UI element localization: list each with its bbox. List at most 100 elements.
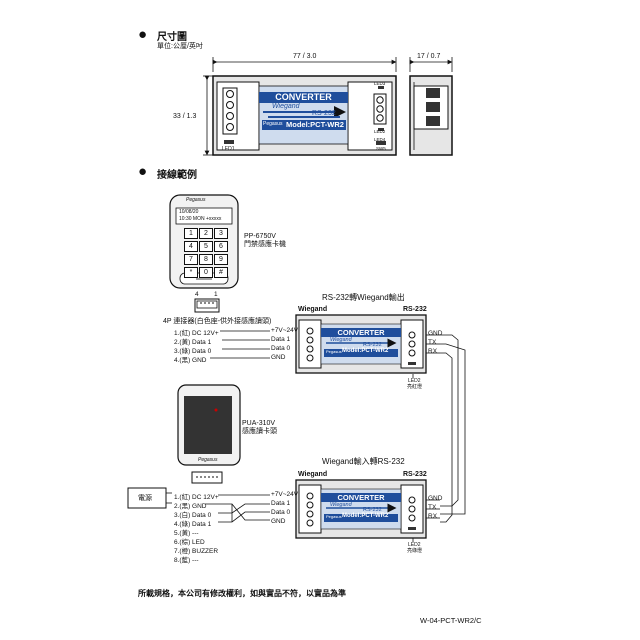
reader-label1: PUA-310V — [242, 420, 276, 427]
wire-label: 1.(紅) DC 12V+ — [174, 494, 219, 501]
width-label: 77 / 3.0 — [293, 53, 317, 60]
top-led2-color: 亮紅燈 — [407, 384, 423, 390]
rs-pin-label: TX — [428, 339, 437, 346]
rs-pin-label: GND — [428, 495, 443, 502]
footer-note: 所載規格，本公司有修改權利，如與實品不符，以實品為準 — [138, 589, 346, 598]
wire-label: 6.(棕) LED — [174, 539, 205, 546]
keypad-key: 7 — [184, 254, 198, 265]
device-title: CONVERTER — [275, 92, 332, 102]
rs-pin-label: GND — [428, 330, 443, 337]
bottom-rs232-label: RS-232 — [403, 471, 427, 478]
keypad-key: 6 — [214, 241, 228, 252]
height-label: 33 / 1.3 — [173, 113, 197, 120]
top-wiegand-label: Wiegand — [298, 306, 328, 313]
led2-label-top: LED2 — [374, 129, 386, 134]
wire-label: 3.(綠) Data 0 — [174, 348, 212, 355]
wire-label: 7.(橙) BUZZER — [174, 548, 219, 555]
device-brand: Pegasus — [263, 121, 283, 127]
top-rs232-label: RS-232 — [403, 306, 427, 313]
unit-label: 單位:公厘/英吋 — [157, 43, 203, 50]
wire-label: 2.(黃) Data 1 — [174, 339, 212, 346]
wire-label: 1.(紅) DC 12V+ — [174, 330, 219, 337]
keypad-key: 4 — [184, 241, 198, 252]
converter-wire-label: Data 1 — [271, 336, 291, 343]
bottom-led2-color: 亮綠燈 — [407, 548, 423, 554]
wire-label: 4.(黑) GND — [174, 357, 207, 364]
reader-brand: Pegasus — [198, 457, 218, 463]
depth-label: 17 / 0.7 — [417, 53, 441, 60]
wire-label: 4.(綠) Data 1 — [174, 521, 212, 528]
led4-label: LED4 — [374, 137, 386, 142]
wire-label: 5.(黃) --- — [174, 530, 199, 537]
bottom-device-rs232: RS-232 — [363, 507, 382, 513]
keypad-key: 1 — [184, 228, 198, 239]
bottom-wires — [205, 494, 270, 523]
converter-top-wiring — [295, 314, 427, 374]
converter-wire-label: GND — [271, 518, 286, 525]
keypad-key: 5 — [199, 241, 213, 252]
wire-label: 8.(藍) --- — [174, 557, 199, 564]
connector-label: 4P 連接器(白色座-供外接感應讀頭) — [163, 318, 272, 325]
connector-8p — [191, 471, 223, 484]
top-device-wiegand: Wiegand — [330, 337, 352, 343]
converter-wire-label: Data 0 — [271, 345, 291, 352]
rs-pin-label: RX — [428, 348, 438, 355]
reader-label2: 感應讀卡頭 — [242, 428, 277, 435]
converter-bottom-wiring — [295, 479, 427, 539]
bottom-device-brand: Pegasus — [326, 514, 342, 519]
power-box — [127, 487, 167, 509]
device-model: Model:PCT-WR2 — [286, 120, 344, 129]
keypad-time: 10:30 MON +xxxxx — [179, 216, 222, 222]
top-wires — [210, 330, 270, 359]
rs232-links-bottom — [426, 499, 440, 519]
pin-right: 1 — [214, 291, 218, 298]
keypad-key: * — [184, 267, 198, 278]
bottom-led2-label: LED2 — [408, 542, 421, 548]
converter-side-view — [409, 75, 453, 156]
keypad-key: 0 — [199, 267, 213, 278]
keypad-label2: 門禁感應卡機 — [244, 241, 286, 248]
converter-wire-label: Data 0 — [271, 509, 291, 516]
power-label: 電源 — [138, 495, 152, 502]
top-device-title: CONVERTER — [337, 328, 385, 337]
wiring-title: 接線範例 — [157, 170, 197, 181]
rs232-links-top — [426, 334, 466, 523]
bullet-2: ● — [138, 163, 148, 180]
card-reader — [177, 384, 241, 466]
keypad-key: # — [214, 267, 228, 278]
top-device-model: Model:PCT-WR2 — [342, 348, 389, 354]
device-rs232: RS-232 — [312, 110, 336, 117]
dimension-title: 尺寸圖 — [157, 32, 187, 43]
wire-label: 3.(白) Data 0 — [174, 512, 212, 519]
rs-pin-label: RX — [428, 513, 438, 520]
wire-label: 2.(黑) GND — [174, 503, 207, 510]
keypad-key: 2 — [199, 228, 213, 239]
keypad-date: 10/08/20 — [179, 209, 199, 215]
keypad-key: 3 — [214, 228, 228, 239]
converter-wire-label: Data 1 — [271, 500, 291, 507]
bottom-device-title: CONVERTER — [337, 493, 385, 502]
top-device-rs232: RS-232 — [363, 342, 382, 348]
rs-pin-label: TX — [428, 504, 437, 511]
keypad-key: 9 — [214, 254, 228, 265]
top-led2-label: LED2 — [408, 378, 421, 384]
bullet: ● — [138, 26, 148, 43]
converter-wire-label: +7V~24V — [271, 327, 299, 334]
bottom-wiegand-label: Wiegand — [298, 471, 328, 478]
keypad-key: 8 — [199, 254, 213, 265]
led1-label: LED1 — [222, 146, 235, 152]
device-wiegand: Wiegand — [272, 103, 300, 110]
converter-wire-label: GND — [271, 354, 286, 361]
connector-4p — [194, 298, 220, 313]
top-device-brand: Pegasus — [326, 349, 342, 354]
keypad-label1: PP-6750V — [244, 233, 276, 240]
led3-label: LED3 — [374, 81, 386, 86]
top-caption: RS-232轉Wiegand輸出 — [322, 293, 405, 302]
pin-left: 4 — [195, 291, 199, 298]
keypad-brand: Pegasus — [186, 197, 206, 203]
bottom-device-model: Model:PCT-WR2 — [342, 513, 389, 519]
converter-wire-label: +7V~24V — [271, 491, 299, 498]
footer-code: W-04-PCT-WR2/C — [420, 616, 482, 625]
sw5-label: SW5 — [376, 146, 386, 151]
